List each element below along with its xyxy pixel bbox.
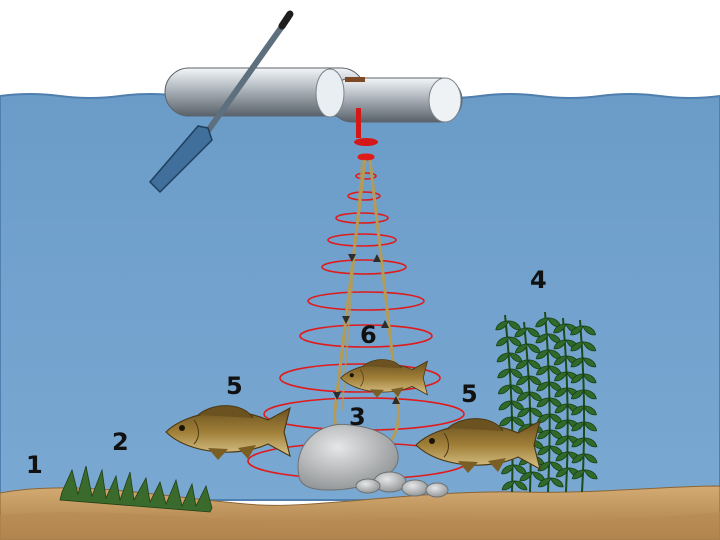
sonar-ring — [357, 153, 375, 161]
oar-icon — [148, 10, 294, 194]
label-fish-left: 5 — [226, 372, 243, 400]
label-stone: 3 — [349, 403, 366, 431]
sonar-ring — [321, 259, 407, 275]
sonar-ring — [347, 191, 381, 201]
sonar-ring — [279, 363, 441, 393]
label-grass: 2 — [112, 428, 129, 456]
sonar-ring — [355, 172, 377, 180]
sonar-ring — [335, 212, 389, 224]
grass-icon — [59, 465, 213, 513]
sonar-ring — [327, 233, 397, 247]
inflatable-boat-icon — [164, 67, 463, 123]
beam-arrows — [333, 254, 400, 404]
water-plant-icon — [493, 311, 600, 493]
plant-stem — [544, 311, 551, 493]
sand-dune — [0, 512, 720, 540]
sonar-ring — [299, 324, 433, 348]
label-fish-center: 6 — [360, 321, 377, 349]
label-fish-right: 5 — [461, 380, 478, 408]
sonar-transducer-icon — [354, 108, 378, 146]
label-weeds: 4 — [530, 266, 547, 294]
label-bottom: 1 — [26, 451, 43, 479]
stone-icon — [297, 423, 449, 498]
plant-stem — [504, 314, 514, 493]
sonar-ring — [307, 291, 425, 311]
